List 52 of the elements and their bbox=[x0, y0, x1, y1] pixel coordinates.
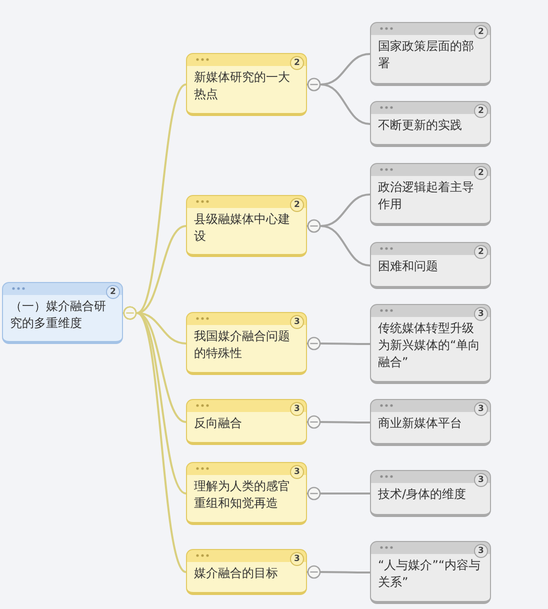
topic-text: 国家政策层面的部署 bbox=[378, 38, 475, 72]
topic-text: 技术/身体的维度 bbox=[378, 486, 468, 503]
count-badge: 2 bbox=[474, 166, 488, 180]
topic-card bbox=[370, 101, 491, 147]
count-badge: 3 bbox=[290, 315, 304, 329]
topic-text: 反向融合 bbox=[194, 415, 243, 432]
count-badge: 3 bbox=[474, 402, 488, 416]
topic-text: 媒介融合的目标 bbox=[194, 565, 279, 582]
connector-line bbox=[307, 336, 370, 350]
count-badge: 2 bbox=[106, 285, 120, 299]
topic-card bbox=[370, 304, 491, 384]
topic-text: 传统媒体转型升级为新兴媒体的“单向融合” bbox=[378, 320, 482, 371]
connector-line bbox=[307, 565, 370, 579]
count-badge: 3 bbox=[290, 465, 304, 479]
topic-card bbox=[2, 282, 123, 344]
connector-line bbox=[123, 306, 187, 573]
count-badge: 2 bbox=[474, 245, 488, 259]
count-badge: 3 bbox=[290, 402, 304, 416]
topic-card bbox=[186, 399, 307, 445]
count-badge: 3 bbox=[474, 473, 488, 487]
connector-line bbox=[307, 78, 370, 125]
count-badge: 2 bbox=[474, 104, 488, 118]
topic-card bbox=[370, 22, 491, 86]
topic-text: 县级融媒体中心建设 bbox=[194, 211, 291, 245]
topic-card bbox=[186, 53, 307, 116]
count-badge: 2 bbox=[290, 198, 304, 212]
topic-text: 我国媒介融合问题的特殊性 bbox=[194, 328, 291, 362]
topic-text: 不断更新的实践 bbox=[378, 117, 463, 134]
connector-line bbox=[307, 219, 370, 266]
topic-text: 商业新媒体平台 bbox=[378, 415, 463, 432]
count-badge: 3 bbox=[474, 307, 488, 321]
topic-text: 理解为人类的感官重组和知觉再造 bbox=[194, 478, 291, 512]
topic-text: 困难和问题 bbox=[378, 258, 439, 275]
topic-card bbox=[186, 462, 307, 525]
topic-card bbox=[370, 163, 491, 226]
topic-card bbox=[186, 195, 307, 257]
count-badge: 3 bbox=[474, 544, 488, 558]
count-badge: 2 bbox=[474, 25, 488, 39]
topic-card bbox=[186, 312, 307, 375]
connector-line bbox=[307, 486, 370, 500]
count-badge: 3 bbox=[290, 552, 304, 566]
topic-text: 政治逻辑起着主导作用 bbox=[378, 179, 475, 213]
topic-text: （一）媒介融合研究的多重维度 bbox=[10, 298, 107, 332]
topic-card bbox=[370, 541, 491, 604]
connector-line bbox=[307, 415, 370, 429]
topic-card bbox=[370, 399, 491, 446]
topic-card bbox=[370, 470, 491, 517]
topic-card bbox=[370, 242, 491, 289]
topic-card bbox=[186, 549, 307, 595]
topic-text: 新媒体研究的一大热点 bbox=[194, 69, 291, 103]
topic-text: “人与媒介”“内容与关系” bbox=[378, 557, 482, 591]
count-badge: 2 bbox=[290, 56, 304, 70]
